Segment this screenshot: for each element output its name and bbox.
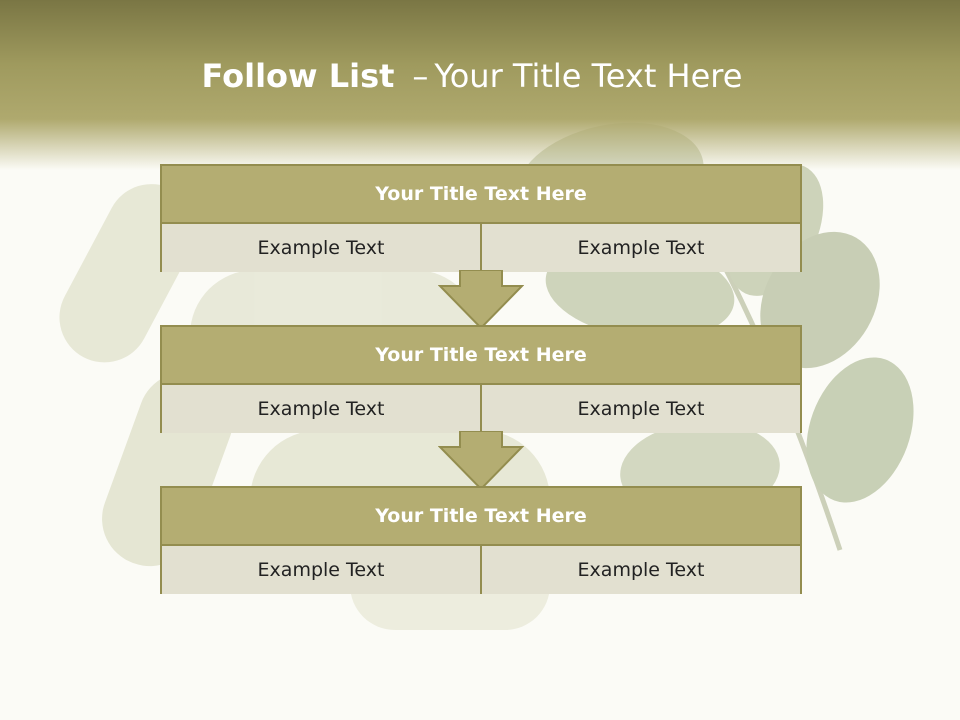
block-cell-left: Example Text [162, 546, 480, 594]
leaf-shape [806, 357, 914, 503]
slide-title: Follow List–Your Title Text Here [0, 54, 944, 98]
down-arrow-icon [438, 431, 524, 491]
block-cell-left: Example Text [162, 385, 480, 433]
block-row: Example Text Example Text [162, 546, 800, 594]
block-row: Example Text Example Text [162, 224, 800, 272]
block-title: Your Title Text Here [162, 166, 800, 224]
list-block: Your Title Text Here Example Text Exampl… [160, 164, 802, 272]
title-dash: – [412, 57, 429, 95]
block-title: Your Title Text Here [162, 488, 800, 546]
block-cell-right: Example Text [480, 546, 800, 594]
header-band [0, 0, 960, 170]
list-block: Your Title Text Here Example Text Exampl… [160, 325, 802, 433]
block-cell-right: Example Text [480, 385, 800, 433]
block-cell-left: Example Text [162, 224, 480, 272]
block-cell-right: Example Text [480, 224, 800, 272]
block-row: Example Text Example Text [162, 385, 800, 433]
slide-title-rest: Your Title Text Here [434, 57, 743, 95]
list-block: Your Title Text Here Example Text Exampl… [160, 486, 802, 594]
block-title: Your Title Text Here [162, 327, 800, 385]
down-arrow-icon [438, 270, 524, 330]
slide-title-bold: Follow List [201, 57, 395, 95]
